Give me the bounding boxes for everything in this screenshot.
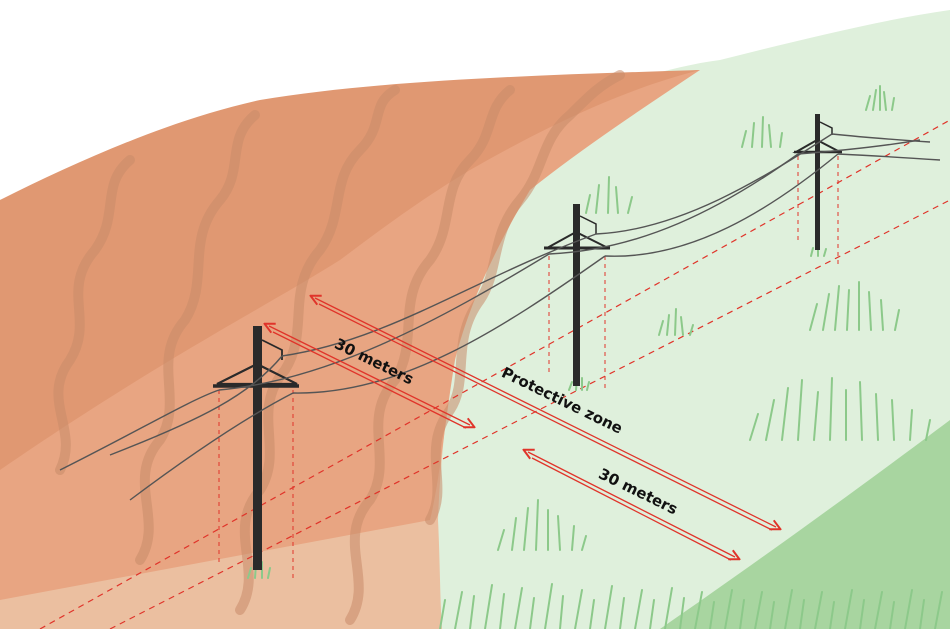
grass-tuft-icon [247, 561, 271, 579]
double-arrow-icon [528, 452, 735, 561]
zone-boundary-right [109, 199, 950, 629]
utility-pole-icon [815, 114, 820, 250]
grass-tuft-icon [809, 281, 900, 331]
grass-tuft-icon [585, 176, 633, 214]
meadow-dark-slope [660, 420, 950, 629]
utility-pole-icon [253, 326, 262, 570]
grass-tuft-icon [865, 85, 895, 111]
grass-foreground-strip [439, 583, 943, 629]
farmland-dark [0, 70, 700, 470]
distance-arrows [269, 298, 776, 561]
grass-tuft-icon [741, 116, 783, 148]
